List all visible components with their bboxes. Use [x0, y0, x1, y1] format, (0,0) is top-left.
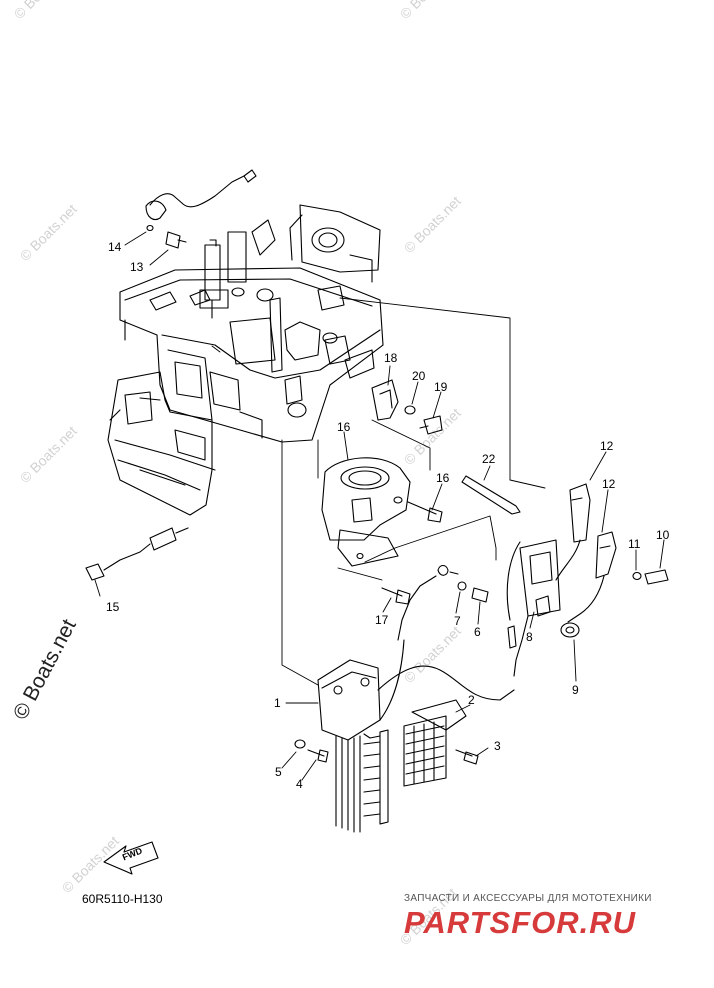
washer-11: [632, 571, 642, 581]
thermo-sensor: [145, 169, 257, 249]
callout-9: 9: [572, 683, 579, 697]
callout-7: 7: [454, 614, 461, 628]
callout-5: 5: [275, 765, 282, 779]
shop-brand-logo[interactable]: PARTSFOR.RU: [404, 905, 637, 940]
bolt-10: [644, 569, 669, 585]
callout-12-lower: 12: [602, 477, 616, 491]
callout-13: 13: [130, 260, 144, 274]
fwd-arrow-icon: [103, 841, 159, 875]
ignition-coil-assembly: [506, 483, 617, 677]
callout-21: 20: [412, 369, 426, 383]
cable-tie: [461, 475, 521, 515]
callout-12-upper: 12: [600, 439, 614, 453]
rectifier-regulator: [403, 699, 467, 787]
diagram-code: 60R5110-H130: [82, 892, 163, 906]
washer-5: [294, 739, 306, 749]
bolt-17: [407, 501, 443, 523]
bolt-6: [471, 587, 489, 603]
callout-17: 16: [436, 471, 450, 485]
callout-14: 14: [108, 240, 122, 254]
washer-7: [457, 581, 467, 591]
shop-banner: ЗАПЧАСТИ И АКСЕССУАРЫ ДЛЯ МОТОТЕХНИКИ: [404, 893, 652, 904]
lower-casing: [107, 371, 216, 516]
callout-20: 19: [434, 380, 448, 394]
callout-4: 4: [296, 777, 303, 791]
bolt-18: [381, 587, 411, 605]
callout-11: 11: [628, 537, 641, 551]
callout-16: 16: [337, 420, 351, 434]
callout-18: 17: [375, 613, 389, 627]
reference-lines: [211, 297, 546, 686]
callout-6: 6: [474, 625, 481, 639]
ground-lead: [397, 564, 459, 641]
callout-15: 15: [106, 600, 120, 614]
screw-3: [455, 749, 479, 765]
stop-switch-lead: [85, 527, 189, 581]
ignition-bracket: [321, 457, 411, 567]
callout-10: 10: [656, 528, 670, 542]
callout-1: 1: [274, 696, 281, 710]
callout-3: 3: [494, 739, 501, 753]
callout-19: 18: [384, 351, 398, 365]
bolt-4: [307, 749, 329, 763]
callout-2: 2: [468, 693, 475, 707]
cdi-unit: [317, 639, 515, 833]
callout-8: 8: [526, 630, 533, 644]
leader-lines: [94, 231, 665, 781]
clamp-assembly: [371, 379, 443, 435]
callout-22: 22: [482, 452, 496, 466]
engine-block: [119, 204, 384, 443]
